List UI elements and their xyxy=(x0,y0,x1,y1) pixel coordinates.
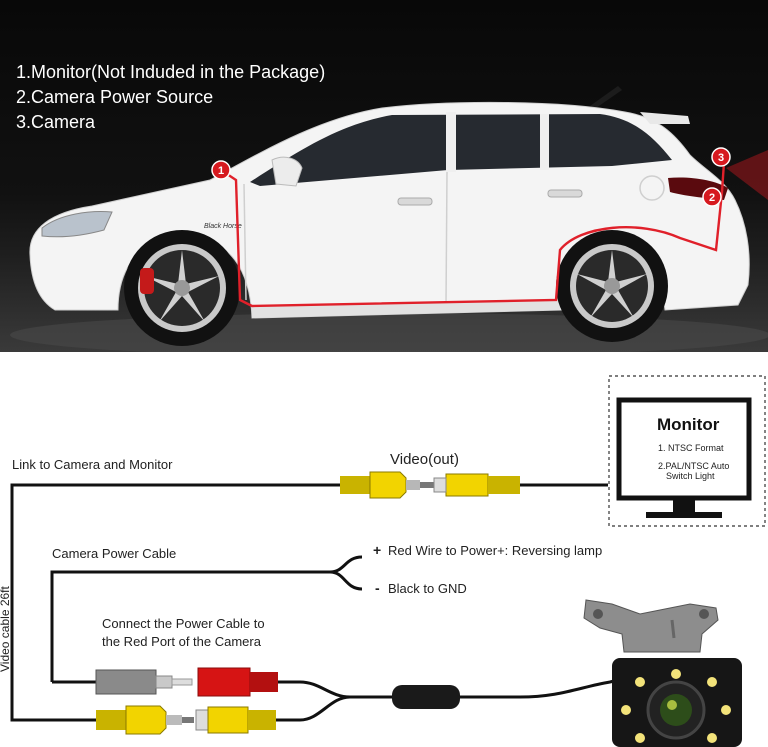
power-join-wire xyxy=(278,680,351,699)
video-cable-left xyxy=(10,483,340,700)
car-illustration-panel: Black Horse 1 2 3 1.Monitor(Not Induded … xyxy=(0,0,768,352)
black-wire-sign: - xyxy=(375,580,380,596)
monitor-spec-2-line1: 2.PAL/NTSC Auto xyxy=(658,461,730,471)
marker-1-label: 1 xyxy=(218,165,224,177)
marker-3: 3 xyxy=(711,147,731,167)
car-illustration: Black Horse 1 2 3 xyxy=(10,86,768,352)
side-mirror xyxy=(271,156,303,187)
monitor-spec-1: 1. NTSC Format xyxy=(658,443,724,453)
camera-icon xyxy=(583,599,742,747)
camera-cable-merge xyxy=(276,695,392,722)
door-split xyxy=(445,171,448,305)
link-label: Link to Camera and Monitor xyxy=(12,457,173,472)
rear-wheel xyxy=(556,230,668,342)
antenna xyxy=(590,86,622,108)
rear-door-handle xyxy=(547,189,583,198)
cable-route-line xyxy=(220,161,726,308)
marker-2: 2 xyxy=(702,187,722,207)
red-wire-sign: + xyxy=(373,542,382,558)
marker-3-label: 3 xyxy=(718,152,724,164)
monitor-icon xyxy=(616,397,752,518)
marker-1: 1 xyxy=(211,160,231,180)
wiring-diagram-panel: Video cable 26ft Link to Camera and Moni… xyxy=(0,352,768,747)
headlight xyxy=(41,211,113,238)
car-windows xyxy=(250,114,672,186)
rear-spoiler xyxy=(640,112,690,124)
marker-2-label: 2 xyxy=(709,192,715,204)
front-door-handle xyxy=(397,197,433,206)
black-wire-label: Black to GND xyxy=(388,581,467,596)
c-pillar xyxy=(540,114,549,170)
monitor-title: Monitor xyxy=(657,415,720,434)
front-door-edge xyxy=(243,183,247,301)
legend: 1.Monitor(Not Induded in the Package) 2.… xyxy=(16,60,325,135)
monitor-spec-2-line2: Switch Light xyxy=(666,471,715,481)
front-wheel xyxy=(124,230,240,346)
wiring-diagram: Video cable 26ft xyxy=(0,375,766,747)
video-cable-length-label: Video cable 26ft xyxy=(0,585,12,672)
power-connectors xyxy=(95,667,278,697)
video-cable-bottom xyxy=(10,700,96,722)
cable-junction xyxy=(392,685,460,709)
b-pillar xyxy=(446,112,456,172)
camera-glow xyxy=(726,150,768,200)
legend-item-monitor: 1.Monitor(Not Induded in the Package) xyxy=(16,62,326,82)
legend-item-camera: 3.Camera xyxy=(16,112,96,132)
video-out-connectors xyxy=(340,471,520,499)
connect-note-line2: the Red Port of the Camera xyxy=(102,634,261,649)
car-badge: Black Horse xyxy=(204,223,242,230)
red-wire-label: Red Wire to Power+: Reversing lamp xyxy=(388,543,603,558)
power-cable-label: Camera Power Cable xyxy=(52,546,177,561)
legend-item-power-source: 2.Camera Power Source xyxy=(16,87,214,107)
connect-note-line1: Connect the Power Cable to xyxy=(102,616,265,631)
video-out-label: Video(out) xyxy=(390,451,459,468)
fuel-cap xyxy=(639,175,665,201)
camera-cable-end xyxy=(460,675,631,699)
power-cable-gnd-branch xyxy=(329,570,363,591)
monitor-dashed-box xyxy=(608,375,766,527)
camera-video-connectors xyxy=(96,705,276,735)
